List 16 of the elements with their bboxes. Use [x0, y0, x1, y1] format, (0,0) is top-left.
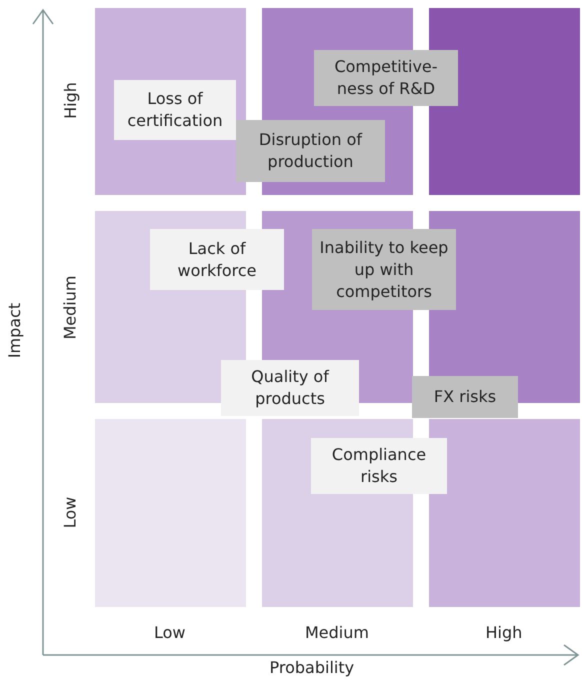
axis-tick-label: High — [486, 622, 522, 642]
risk-label: FX risks — [412, 376, 518, 418]
axis-title: Probability — [270, 658, 354, 676]
axis-tick-label: Low — [60, 496, 80, 528]
risk-label: Loss of certification — [114, 80, 236, 140]
axis-tick-label: Medium — [60, 275, 80, 339]
axis-tick-label: Medium — [305, 622, 369, 642]
axis-tick-label: Low — [154, 622, 186, 642]
risk-label: Disruption of production — [236, 120, 385, 182]
axis-tick-label: High — [60, 82, 80, 118]
risk-label: Lack of workforce — [150, 229, 284, 290]
axis-title: Impact — [4, 302, 24, 358]
risk-label: Inability to keep up with competitors — [312, 229, 456, 310]
risk-label: Quality of products — [221, 360, 359, 416]
risk-label: Competitive- ness of R&D — [314, 50, 458, 106]
risk-label: Compliance risks — [311, 438, 447, 494]
